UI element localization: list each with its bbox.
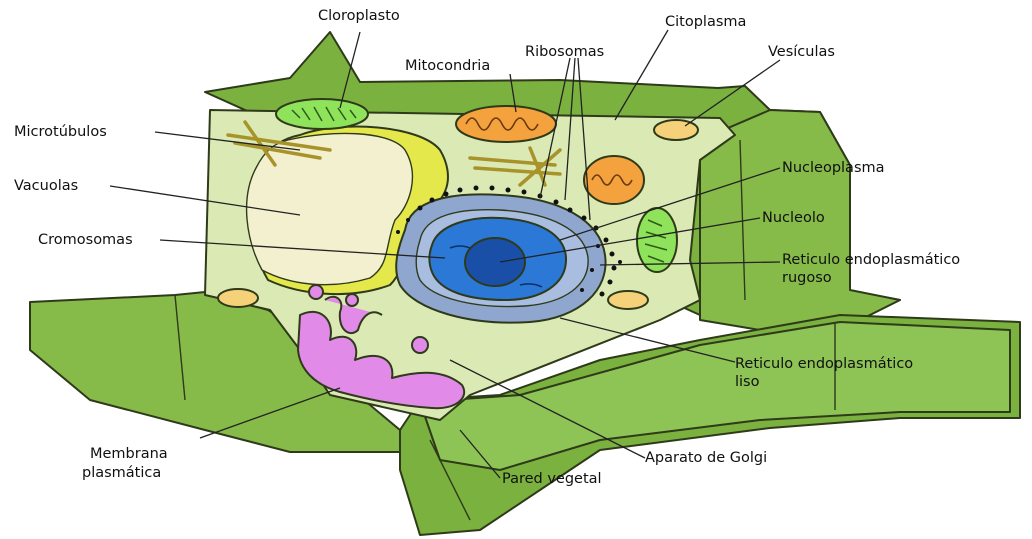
label-citoplasma: Citoplasma (665, 14, 746, 30)
label-aparato-golgi: Aparato de Golgi (645, 450, 767, 466)
label-cloroplasto: Cloroplasto (318, 8, 400, 24)
label-vesiculas: Vesículas (768, 44, 835, 60)
label-nucleolo: Nucleolo (762, 210, 825, 226)
label-vacuolas: Vacuolas (14, 178, 78, 194)
label-reticulo-liso: Reticulo endoplasmático (735, 356, 913, 372)
label-nucleoplasma: Nucleoplasma (782, 160, 885, 176)
label-mitocondria: Mitocondria (405, 58, 490, 74)
label-reticulo-rugoso-2: rugoso (782, 270, 832, 286)
label-ribosomas: Ribosomas (525, 44, 604, 60)
label-reticulo-liso-2: liso (735, 374, 760, 390)
nucleus (429, 218, 566, 300)
label-pared-vegetal: Pared vegetal (502, 471, 602, 487)
label-reticulo-rugoso: Reticulo endoplasmático (782, 252, 960, 268)
label-microtubulos: Microtúbulos (14, 124, 107, 140)
label-cromosomas: Cromosomas (38, 232, 133, 248)
label-membrana-2: plasmática (82, 465, 161, 481)
label-membrana: Membrana (90, 446, 168, 462)
